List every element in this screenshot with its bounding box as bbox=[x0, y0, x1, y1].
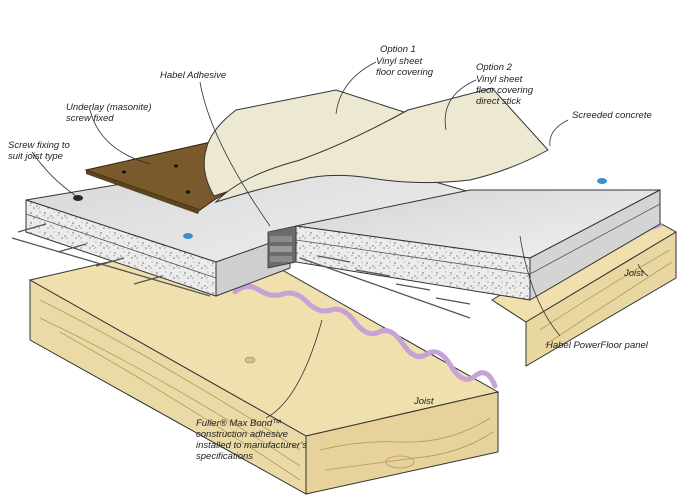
label-screeded-concrete: Screeded concrete bbox=[572, 110, 652, 121]
reinforcing-bars bbox=[11, 223, 471, 319]
blue-marker-icon bbox=[183, 178, 607, 239]
label-option1: Option 1 bbox=[380, 44, 416, 55]
label-option2-desc: Vinyl sheet floor covering direct stick bbox=[476, 74, 534, 107]
joist-front bbox=[28, 235, 500, 495]
vinyl-option2 bbox=[214, 87, 549, 204]
label-joist-right: Joist bbox=[624, 268, 644, 279]
adhesive-bead-front bbox=[232, 284, 498, 389]
label-option1-desc: Vinyl sheet floor covering bbox=[376, 56, 434, 78]
panel-right bbox=[295, 189, 661, 301]
label-joist-front: Joist bbox=[414, 396, 434, 407]
label-screw-fixing: Screw fixing to suit joist type bbox=[8, 140, 70, 162]
leader-lines bbox=[31, 61, 649, 419]
panel-joint bbox=[267, 225, 297, 269]
label-option2: Option 2 bbox=[476, 62, 512, 73]
label-powerfloor-panel: Habel PowerFloor panel bbox=[546, 340, 648, 351]
label-fuller-adhesive: Fuller® Max Bond™ construction adhesive … bbox=[196, 418, 308, 462]
label-underlay: Underlay (masonite) screw fixed bbox=[66, 102, 152, 124]
label-habel-adhesive: Habel Adhesive bbox=[160, 70, 227, 81]
screw-icon bbox=[73, 164, 191, 201]
